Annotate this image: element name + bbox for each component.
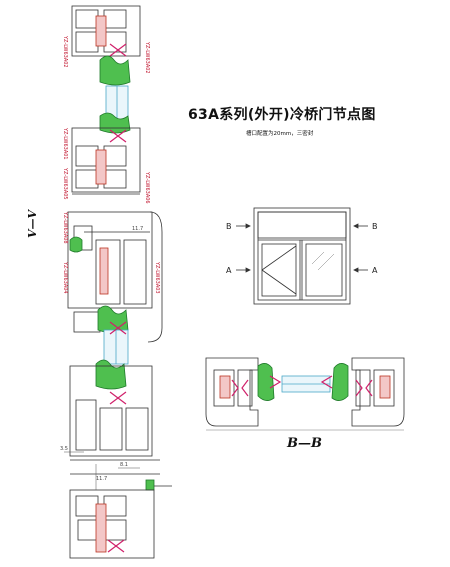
vv-break-top bbox=[109, 43, 127, 57]
profile-code-6: YZ-LW63A08 bbox=[62, 212, 68, 244]
mark-b-right: B bbox=[372, 222, 378, 231]
elevation-swing-indicator bbox=[261, 245, 297, 295]
vv-transom bbox=[71, 127, 141, 193]
profile-code-2: YZ-LW63A02 bbox=[144, 42, 150, 74]
vv-section bbox=[64, 5, 172, 559]
vv-threshold bbox=[69, 489, 155, 559]
mark-b-left: B bbox=[226, 222, 232, 231]
section-label-vv: V—V bbox=[26, 209, 39, 238]
profile-code-1: YZ-LW63A02 bbox=[62, 36, 68, 68]
elevation-fixed-pane bbox=[305, 243, 343, 297]
bb-gasket-left bbox=[257, 363, 275, 401]
dim-label-2: 3.5 bbox=[60, 446, 68, 452]
mark-a-right: A bbox=[372, 266, 378, 275]
elevation-view bbox=[236, 207, 368, 305]
section-label-bb: B—B bbox=[287, 436, 322, 451]
page-subtitle: 槽口配置为20mm，三密封 bbox=[246, 131, 314, 137]
vv-bottom-leaf bbox=[69, 365, 153, 457]
bb-section bbox=[205, 357, 405, 431]
dim-label-3: 11.7 bbox=[96, 476, 108, 482]
profile-code-8: YZ-LW63A03 bbox=[154, 262, 160, 294]
vv-gasket-top bbox=[99, 55, 131, 86]
dim-label-4: 8.1 bbox=[120, 462, 128, 468]
bb-right-frame bbox=[351, 357, 405, 427]
mark-a-left: A bbox=[226, 266, 232, 275]
dim-label-1: 11.7 bbox=[132, 226, 144, 232]
bb-gasket-right bbox=[331, 363, 349, 401]
profile-code-7: YZ-LW63A04 bbox=[62, 262, 68, 294]
page-title: 63A系列(外开)冷桥门节点图 bbox=[188, 107, 376, 123]
profile-code-3: YZ-LW63A01 bbox=[62, 128, 68, 160]
profile-code-4: YZ-LW63A05 bbox=[62, 168, 68, 200]
vv-gasket-mid3 bbox=[97, 305, 129, 334]
profile-code-5: YZ-LW63A06 bbox=[144, 172, 150, 204]
elevation-outer-frame bbox=[253, 207, 351, 305]
vv-gasket-low bbox=[95, 359, 127, 390]
elevation-opening-leaf bbox=[261, 243, 297, 297]
vv-gasket-mid2 bbox=[69, 236, 83, 253]
elevation-transom-top bbox=[257, 211, 347, 239]
